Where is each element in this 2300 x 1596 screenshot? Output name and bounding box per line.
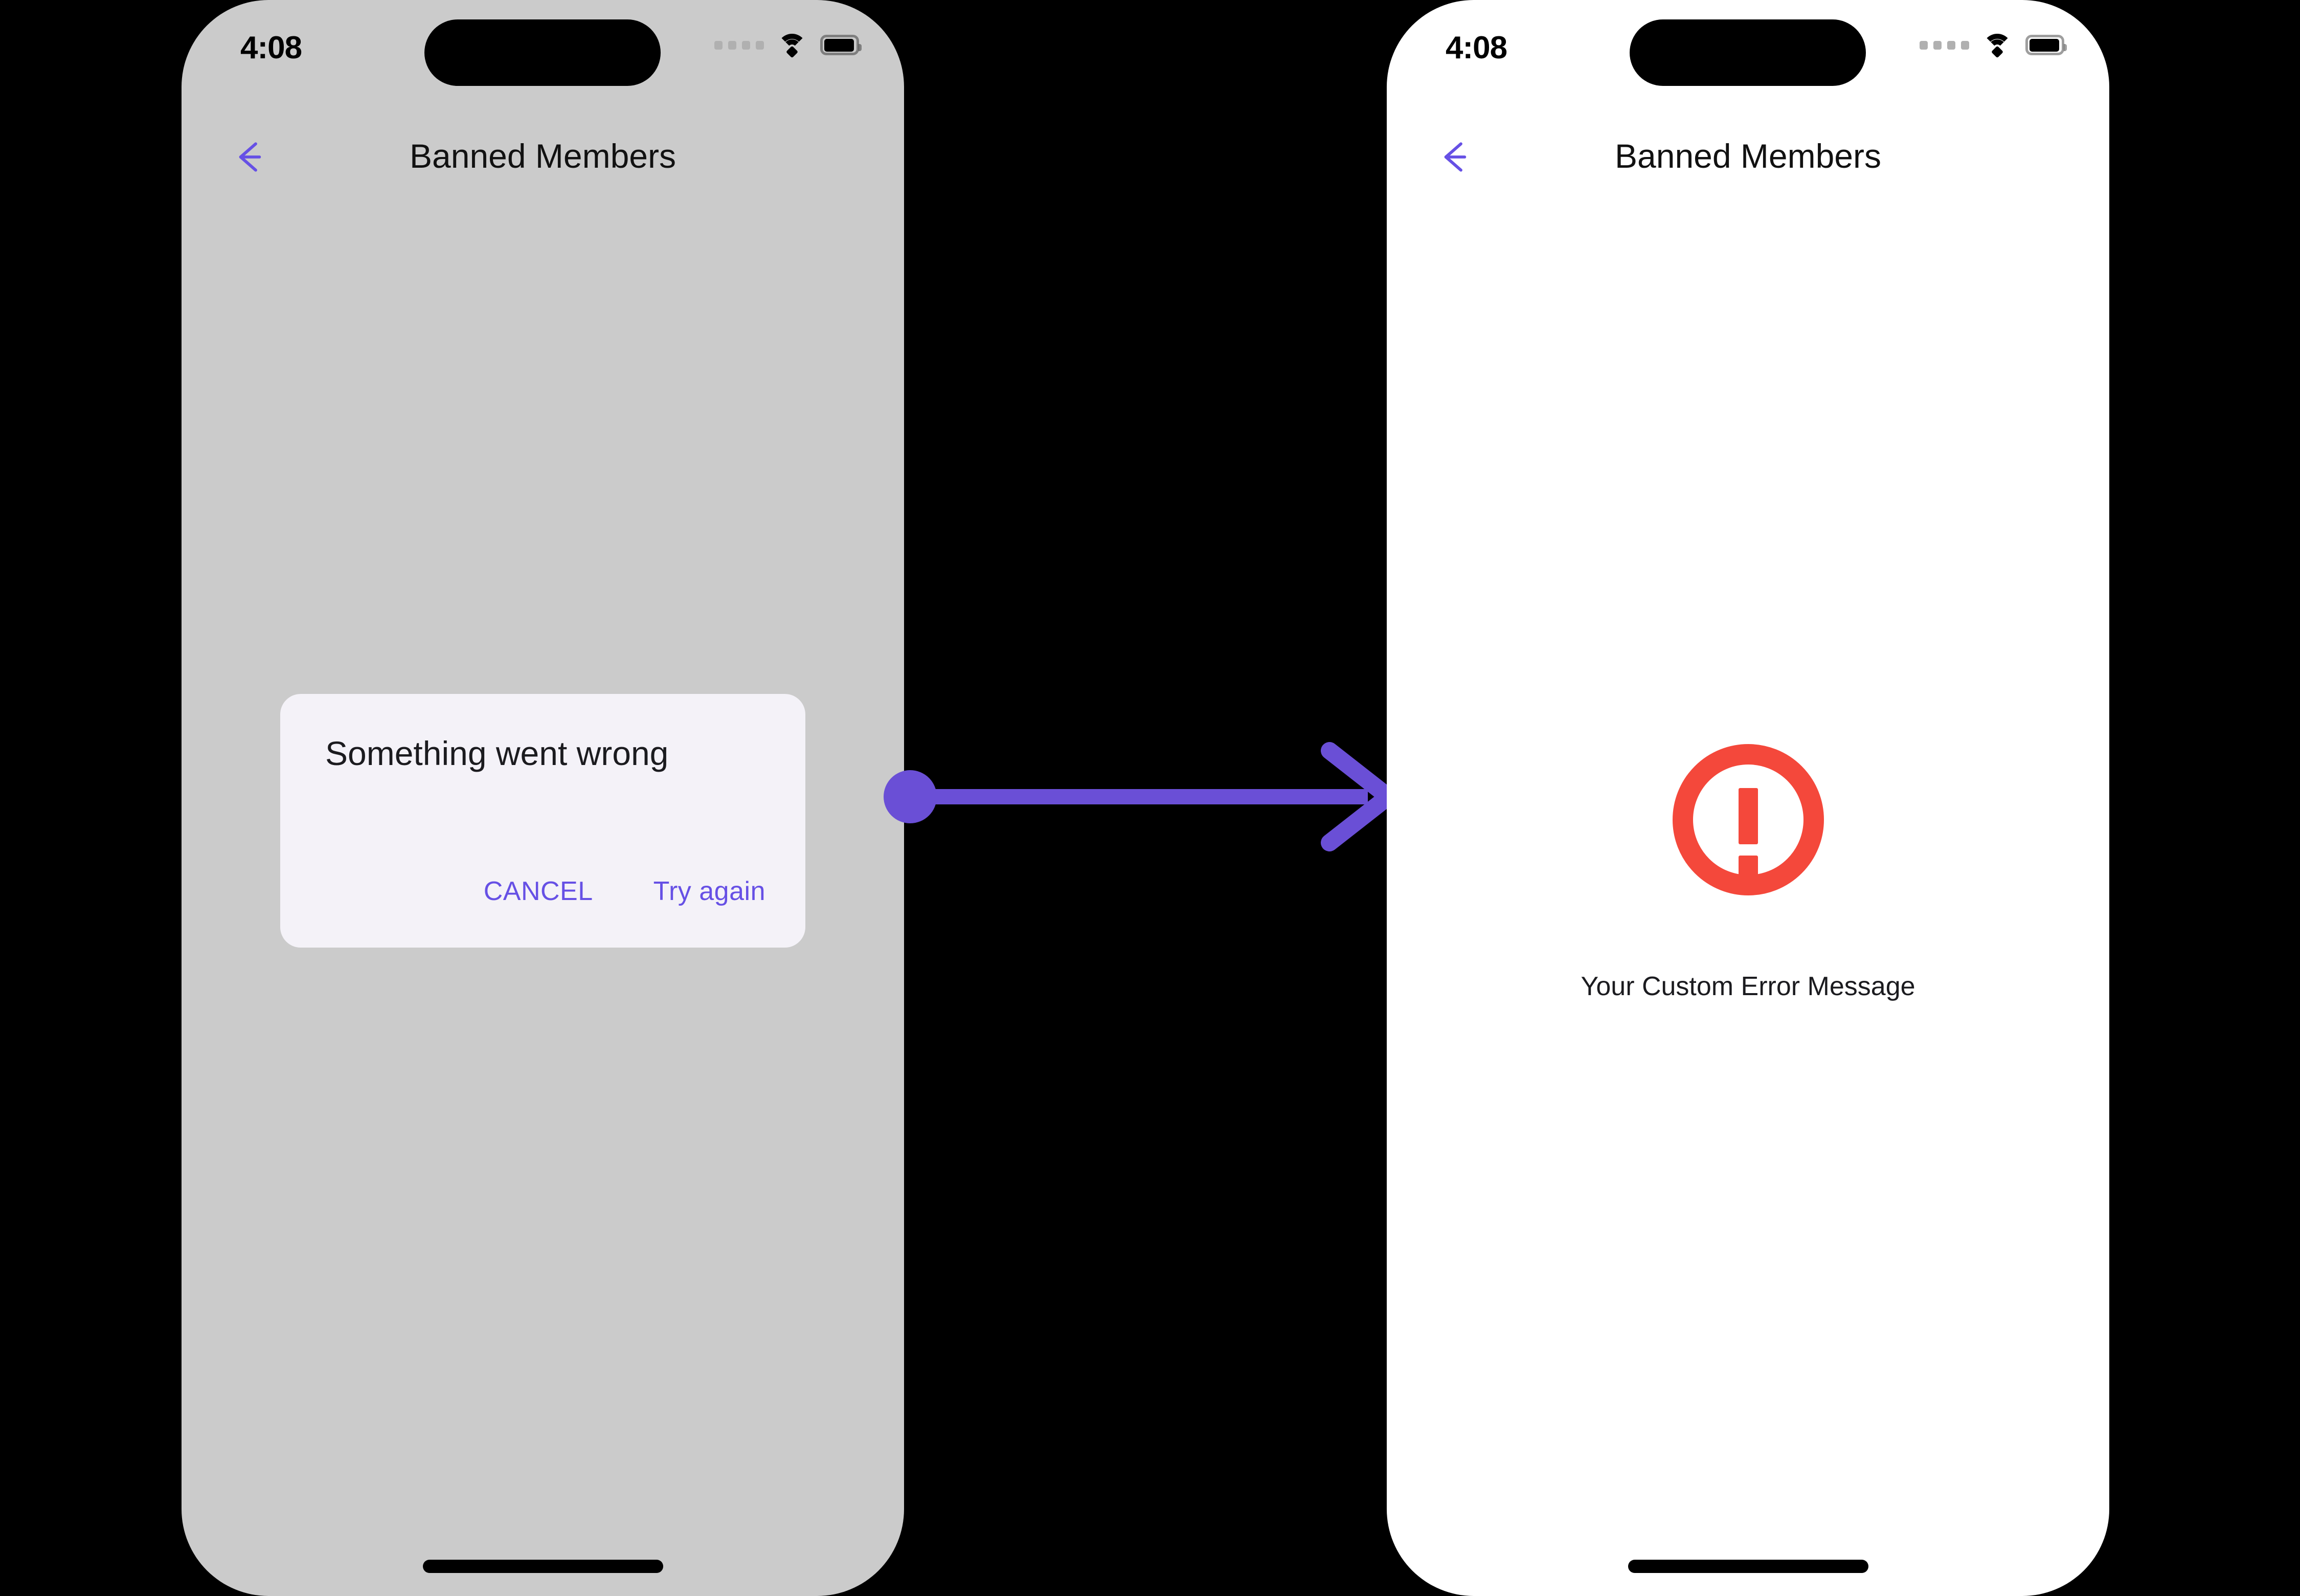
battery-full-icon xyxy=(820,35,862,55)
app-bar: Banned Members xyxy=(1387,125,2109,199)
dialog-actions: CANCEL Try again xyxy=(484,876,765,907)
error-dialog: Something went wrong CANCEL Try again xyxy=(280,694,805,948)
home-indicator xyxy=(422,1560,663,1573)
dialog-title: Something went wrong xyxy=(325,734,669,772)
dynamic-island xyxy=(1630,19,1866,86)
wifi-icon xyxy=(777,34,807,58)
back-arrow-icon[interactable] xyxy=(228,134,273,179)
error-message-text: Your Custom Error Message xyxy=(1581,972,1915,1001)
cancel-button[interactable]: CANCEL xyxy=(483,876,593,906)
try-again-button[interactable]: Try again xyxy=(653,876,765,906)
status-indicators xyxy=(714,34,862,58)
screen-before: 4:08 xyxy=(182,0,904,1596)
error-exclamation-circle-icon xyxy=(1672,744,1824,895)
page-title: Banned Members xyxy=(410,137,676,175)
status-bar: 4:08 xyxy=(1387,0,2109,102)
status-time: 4:08 xyxy=(240,30,302,65)
screen-after: 4:08 xyxy=(1387,0,2109,1596)
phone-mockup-after: 4:08 xyxy=(1387,0,2109,1596)
signal-dots-icon xyxy=(1920,40,1969,50)
error-state: Your Custom Error Message xyxy=(1387,744,2109,1002)
transition-arrow xyxy=(880,731,1411,864)
status-time: 4:08 xyxy=(1446,30,1507,65)
home-indicator xyxy=(1628,1560,1868,1573)
exclamation-dot xyxy=(1738,856,1758,878)
dynamic-island xyxy=(424,19,661,86)
status-bar: 4:08 xyxy=(182,0,904,102)
signal-dots-icon xyxy=(714,40,764,50)
back-arrow-icon[interactable] xyxy=(1433,134,1478,179)
status-indicators xyxy=(1920,34,2067,58)
battery-full-icon xyxy=(2025,35,2067,55)
exclamation-stem xyxy=(1738,788,1758,844)
phone-mockup-before: 4:08 xyxy=(182,0,904,1596)
wifi-icon xyxy=(1982,34,2012,58)
app-bar: Banned Members xyxy=(182,125,904,199)
page-title: Banned Members xyxy=(1615,137,1881,175)
